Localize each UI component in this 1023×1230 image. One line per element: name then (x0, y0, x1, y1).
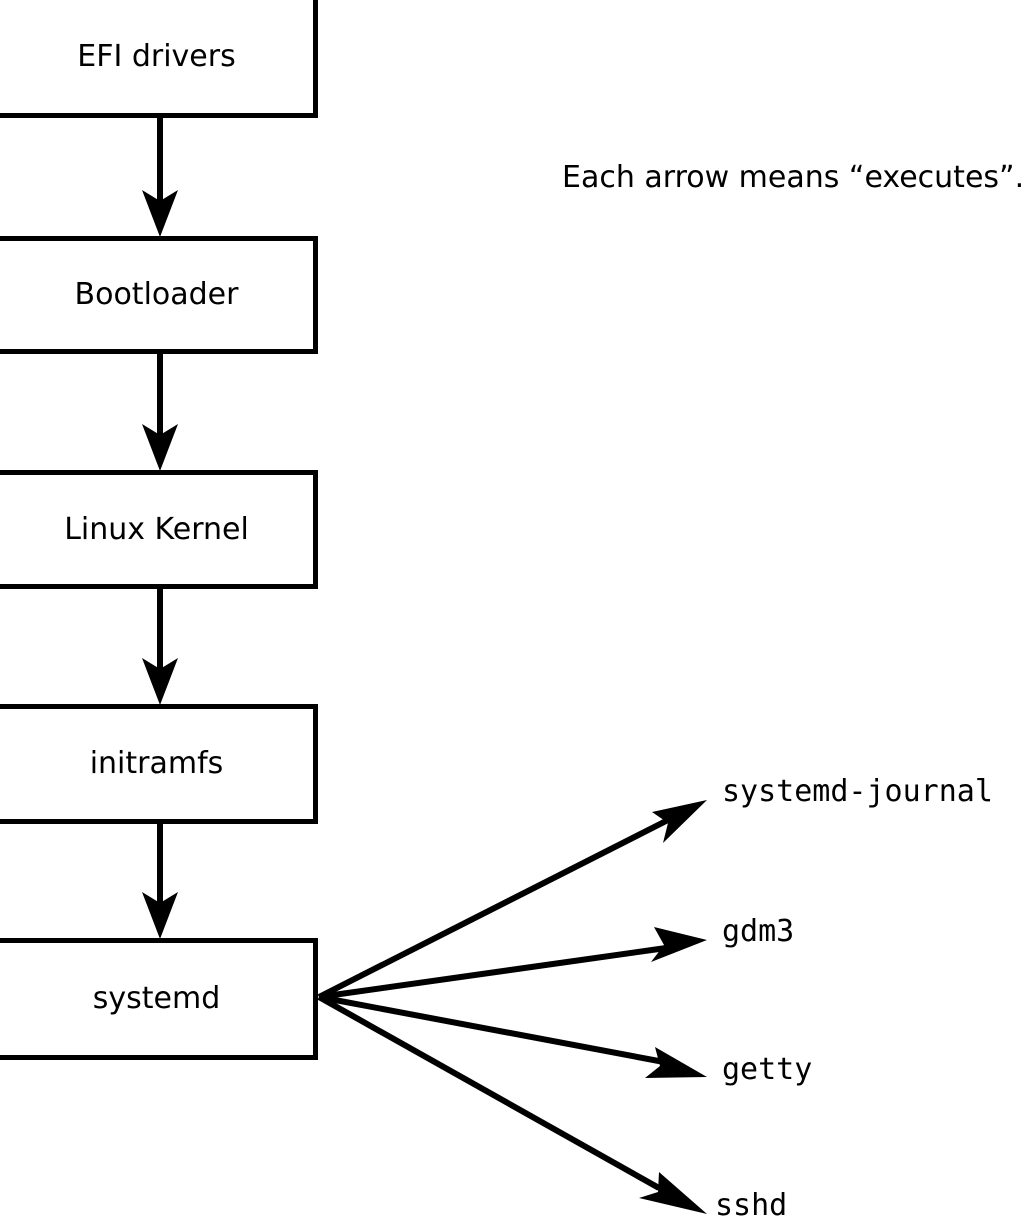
box-label-efi-drivers: EFI drivers (77, 38, 236, 74)
process-label-sshd[interactable]: sshd (715, 1188, 788, 1223)
box-label-linux-kernel: Linux Kernel (64, 511, 249, 547)
chain-arrow-kernel-to-initramfs (142, 589, 178, 705)
fan-arrow-sshd (317, 994, 707, 1214)
box-bootloader[interactable]: Bootloader (0, 236, 318, 354)
legend-note: Each arrow means “executes”. (562, 160, 1023, 195)
fan-arrow-getty (318, 994, 707, 1078)
chain-arrow-bootloader-to-kernel (142, 354, 178, 471)
process-label-getty[interactable]: getty (722, 1052, 813, 1087)
box-systemd[interactable]: systemd (0, 938, 318, 1060)
box-initramfs[interactable]: initramfs (0, 704, 318, 824)
box-linux-kernel[interactable]: Linux Kernel (0, 470, 318, 589)
box-label-systemd: systemd (92, 981, 221, 1016)
process-label-gdm3[interactable]: gdm3 (722, 914, 795, 949)
process-label-systemd-journal[interactable]: systemd-journal (722, 774, 993, 809)
chain-arrow-efi-to-bootloader (142, 118, 178, 237)
box-label-initramfs: initramfs (89, 746, 224, 781)
fan-arrow-systemd-journal (317, 800, 707, 1000)
chain-arrow-initramfs-to-systemd (142, 824, 178, 939)
fan-arrow-gdm3 (318, 927, 707, 1000)
box-label-bootloader: Bootloader (74, 277, 239, 312)
box-efi-drivers[interactable]: EFI drivers (0, 0, 318, 118)
